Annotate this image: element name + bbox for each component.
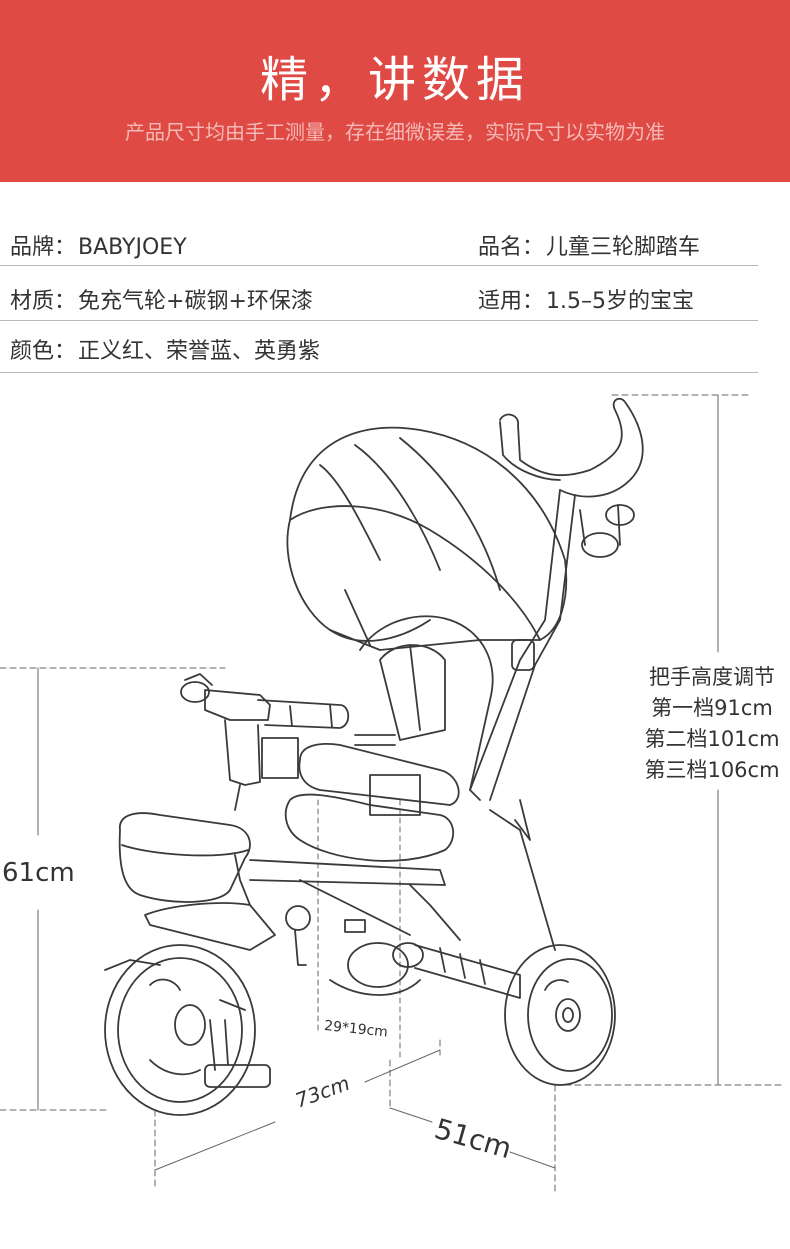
spec-row-1 (0, 215, 758, 266)
spec-material-label: 材质： (10, 289, 77, 314)
height-label: 61cm (2, 858, 75, 888)
handle-height-level-1: 第一档91cm (651, 696, 773, 720)
header-banner: 精，讲数据 产品尺寸均由手工测量，存在细微误差，实际尺寸以实物为准 (0, 0, 790, 182)
handle-height-note: 把手高度调节 第一档91cm 第二档101cm 第三档106cm (632, 662, 790, 786)
spec-brand-value: BABYJOEY (78, 235, 187, 260)
handle-height-title: 把手高度调节 (649, 665, 775, 689)
spec-color: 颜色：正义红、荣誉蓝、英勇紫 (10, 333, 320, 365)
front-wheel (104, 944, 271, 1116)
spec-material-value: 免充气轮+碳钢+环保漆 (78, 289, 313, 314)
spec-product-name: 品名：儿童三轮脚踏车 (478, 229, 700, 261)
banner-subtitle: 产品尺寸均由手工测量，存在细微误差，实际尺寸以实物为准 (125, 120, 665, 144)
spec-row-2 (0, 270, 758, 321)
spec-age-label: 适用： (478, 289, 545, 314)
handlebar (180, 673, 350, 811)
frame (144, 854, 461, 951)
banner-title: 精，讲数据 (259, 52, 530, 108)
front-basket (118, 812, 251, 903)
seat (284, 615, 494, 862)
spec-brand-label: 品牌： (10, 235, 77, 260)
spec-row-3 (0, 322, 758, 373)
spec-age: 适用：1.5–5岁的宝宝 (478, 283, 694, 315)
canopy (286, 426, 568, 651)
handle-height-level-2: 第二档101cm (644, 727, 780, 751)
spec-brand: 品牌：BABYJOEY (10, 229, 187, 261)
push-handle (469, 397, 644, 801)
spec-color-value: 正义红、荣誉蓝、英勇紫 (78, 339, 321, 364)
pedal-assembly (285, 905, 521, 999)
handle-height-level-3: 第三档106cm (644, 758, 780, 782)
rear-wheel (489, 799, 616, 1086)
spec-name-value: 儿童三轮脚踏车 (546, 235, 701, 260)
spec-material: 材质：免充气轮+碳钢+环保漆 (10, 283, 313, 315)
dimension-lines (0, 394, 786, 1196)
spec-name-label: 品名： (478, 235, 545, 260)
spec-age-value: 1.5–5岁的宝宝 (546, 289, 695, 314)
tricycle-diagram (0, 394, 786, 1196)
spec-color-label: 颜色： (10, 339, 77, 364)
